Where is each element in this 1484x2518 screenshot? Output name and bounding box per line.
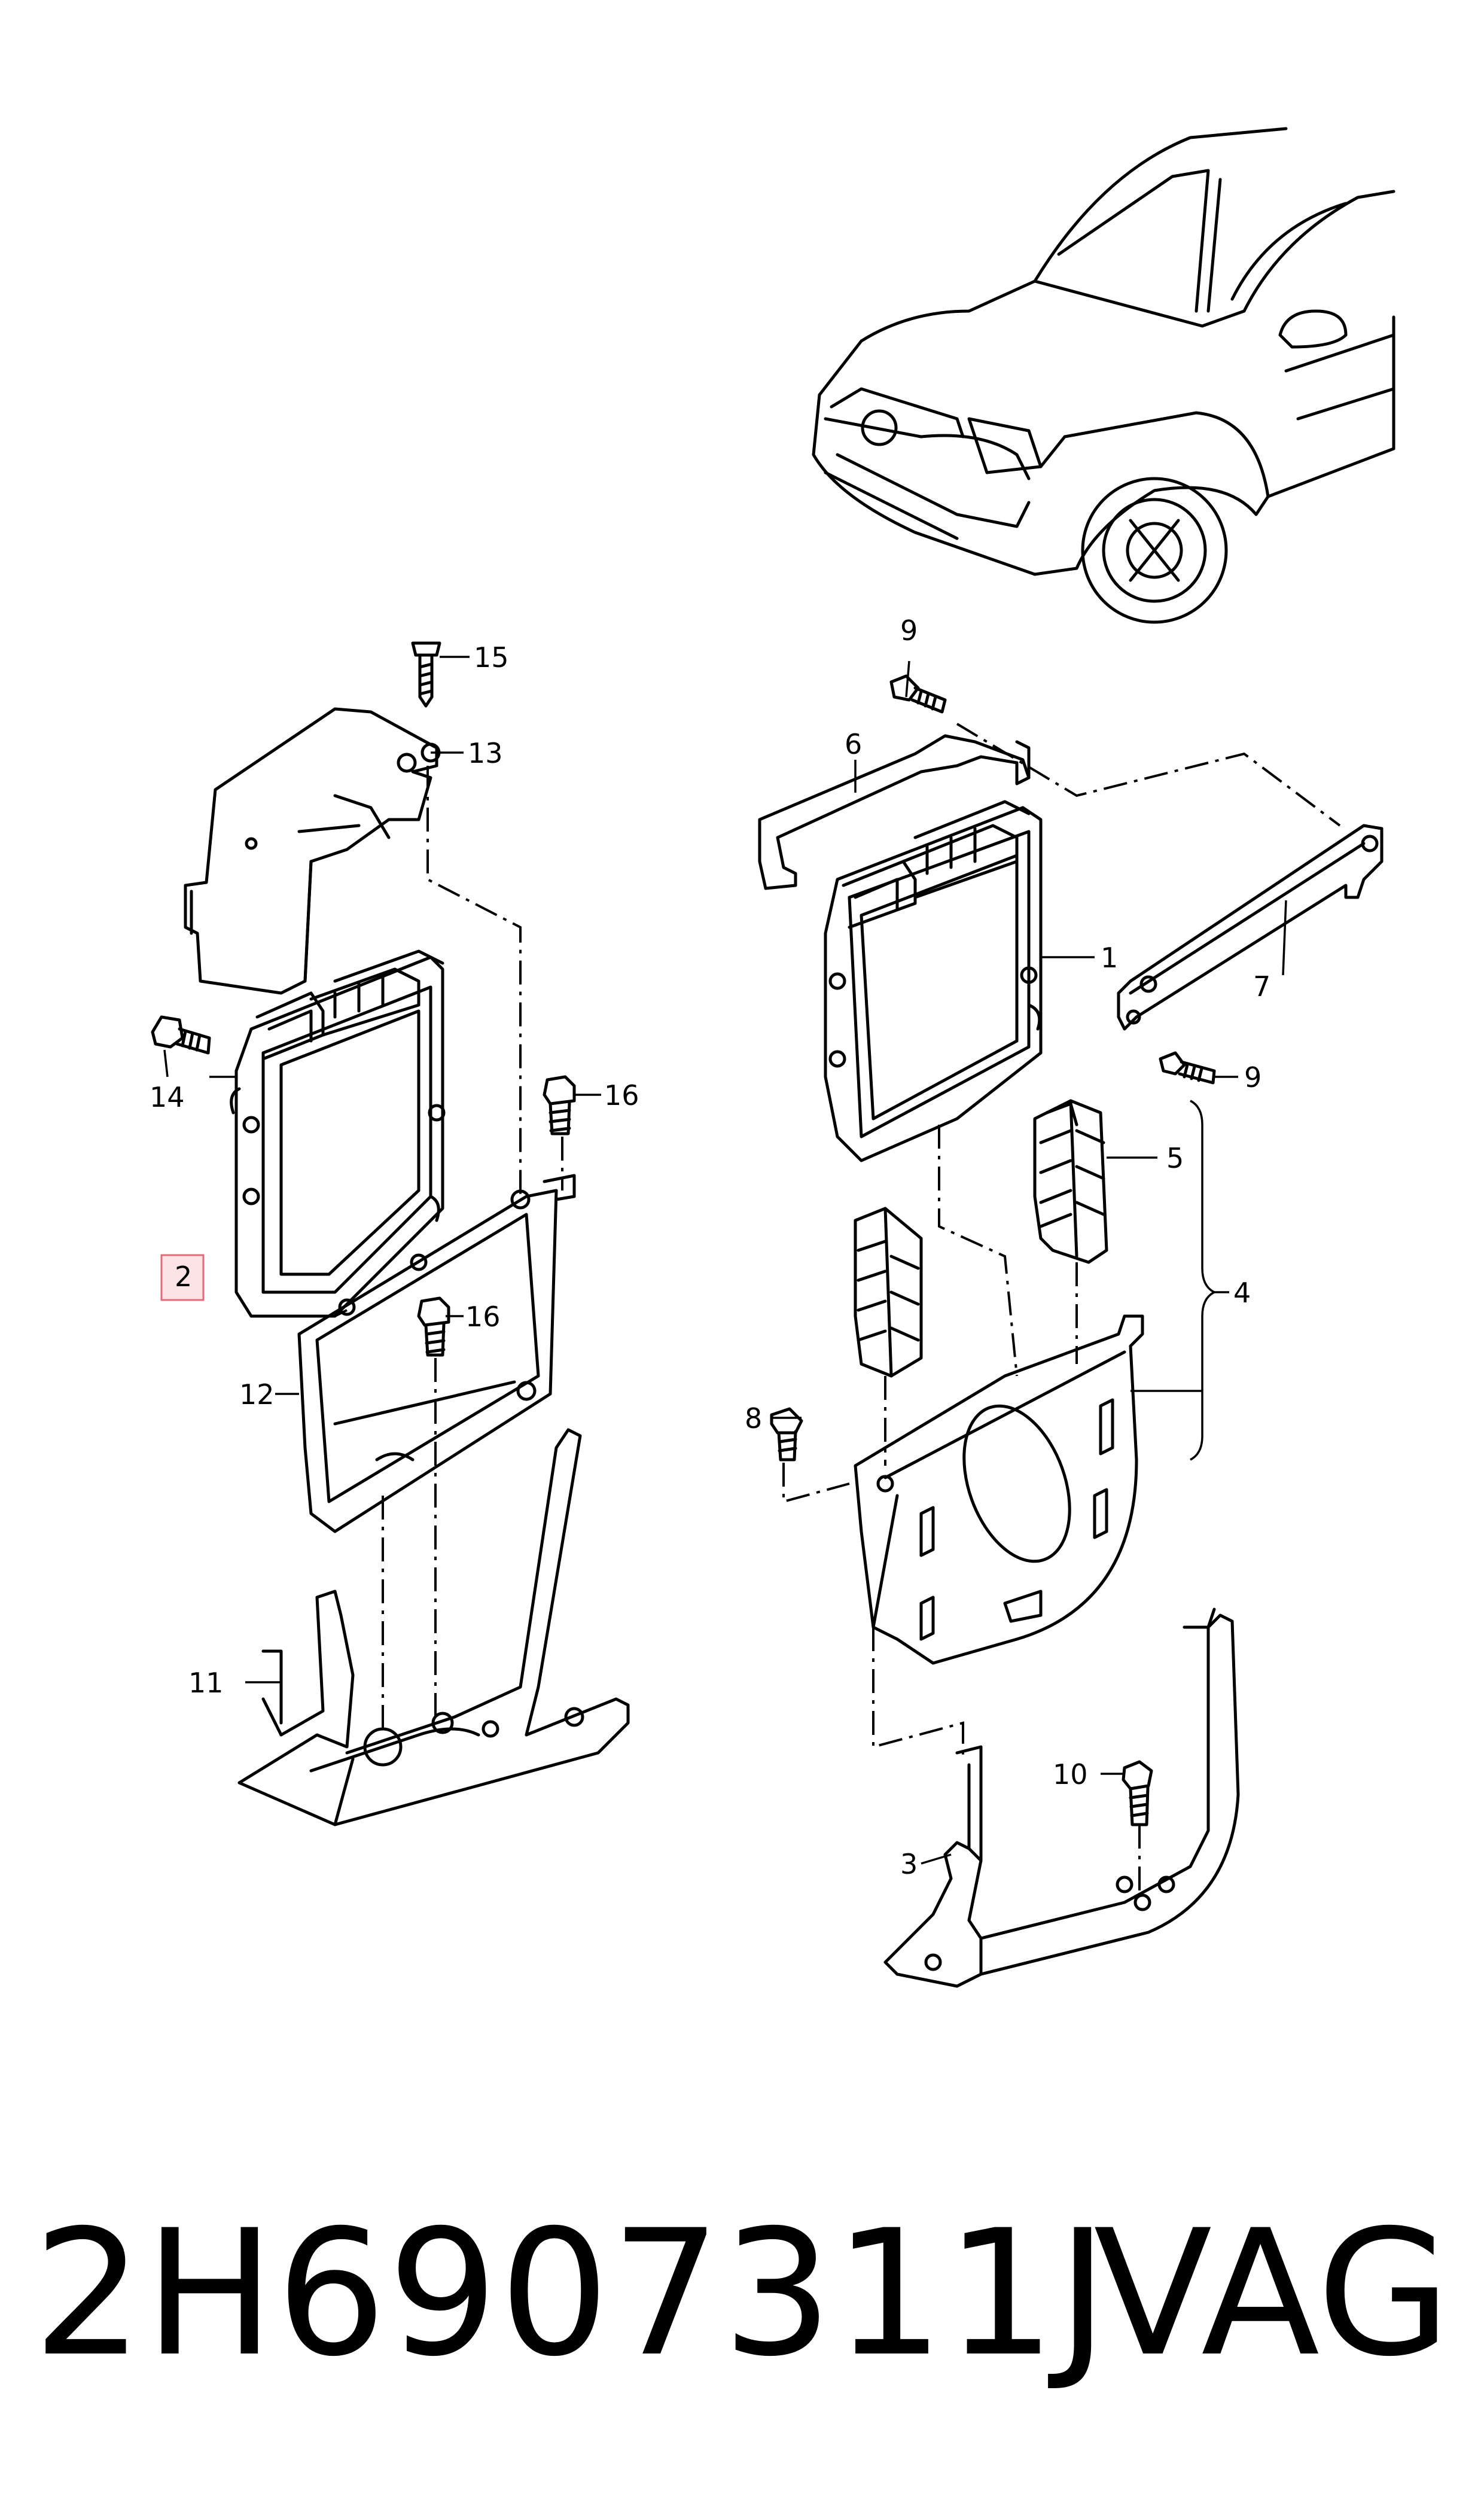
brand-label: VAG (1093, 2193, 1451, 2395)
callout-8: 8 (745, 1402, 762, 1435)
callout-16-upper: 16 (604, 1079, 639, 1112)
relay-carrier-4 (854, 1314, 1144, 1665)
callout-16-lower: 16 (465, 1301, 501, 1333)
callout-13: 13 (468, 737, 503, 769)
leader-lines (163, 656, 1287, 1865)
bolt-14 (151, 1015, 211, 1055)
screw-9-lower (1159, 1051, 1216, 1085)
callout-10: 10 (1053, 1758, 1088, 1791)
callout-15: 15 (474, 641, 509, 674)
parts-diagram: 15 13 14 16 2 16 12 11 9 6 1 7 9 5 4 8 1… (150, 127, 1395, 1988)
screw-9-upper (889, 674, 947, 714)
support-bracket-3 (883, 1607, 1240, 1988)
callout-14: 14 (150, 1081, 185, 1113)
part-number: 2H6907311J (33, 2193, 1110, 2395)
assembly-lines (334, 723, 1341, 1890)
support-bracket-11 (237, 1428, 630, 1826)
callout-4: 4 (1233, 1277, 1251, 1309)
ecu-1 (824, 800, 1043, 1162)
callout-11: 11 (188, 1667, 224, 1699)
bolt-10 (1122, 1760, 1153, 1826)
bolt-16-upper (543, 1075, 576, 1135)
screw-15 (411, 641, 441, 708)
callout-9-lower: 9 (1244, 1061, 1261, 1094)
relay-left (854, 1207, 923, 1378)
callout-9-upper: 9 (900, 614, 918, 647)
callout-3: 3 (900, 1848, 918, 1880)
ecu-left-2 (230, 949, 446, 1318)
bracket-7 (1117, 824, 1384, 1031)
bolt-8 (770, 1407, 803, 1462)
callout-2: 2 (175, 1260, 192, 1293)
vehicle-illustration (812, 127, 1395, 624)
callout-12: 12 (239, 1378, 275, 1411)
ecu-cover-13 (184, 707, 441, 995)
relay-5 (1033, 1099, 1108, 1264)
callout-5: 5 (1166, 1142, 1184, 1174)
callout-7: 7 (1253, 970, 1270, 1003)
callout-6: 6 (845, 728, 862, 760)
callout-2-highlight (160, 1254, 205, 1301)
callout-labels: 15 13 14 16 2 16 12 11 9 6 1 7 9 5 4 8 1… (150, 614, 1270, 1880)
mounting-plate-12 (297, 1174, 576, 1533)
callout-1: 1 (1101, 942, 1118, 974)
bolt-16-lower (417, 1296, 450, 1357)
